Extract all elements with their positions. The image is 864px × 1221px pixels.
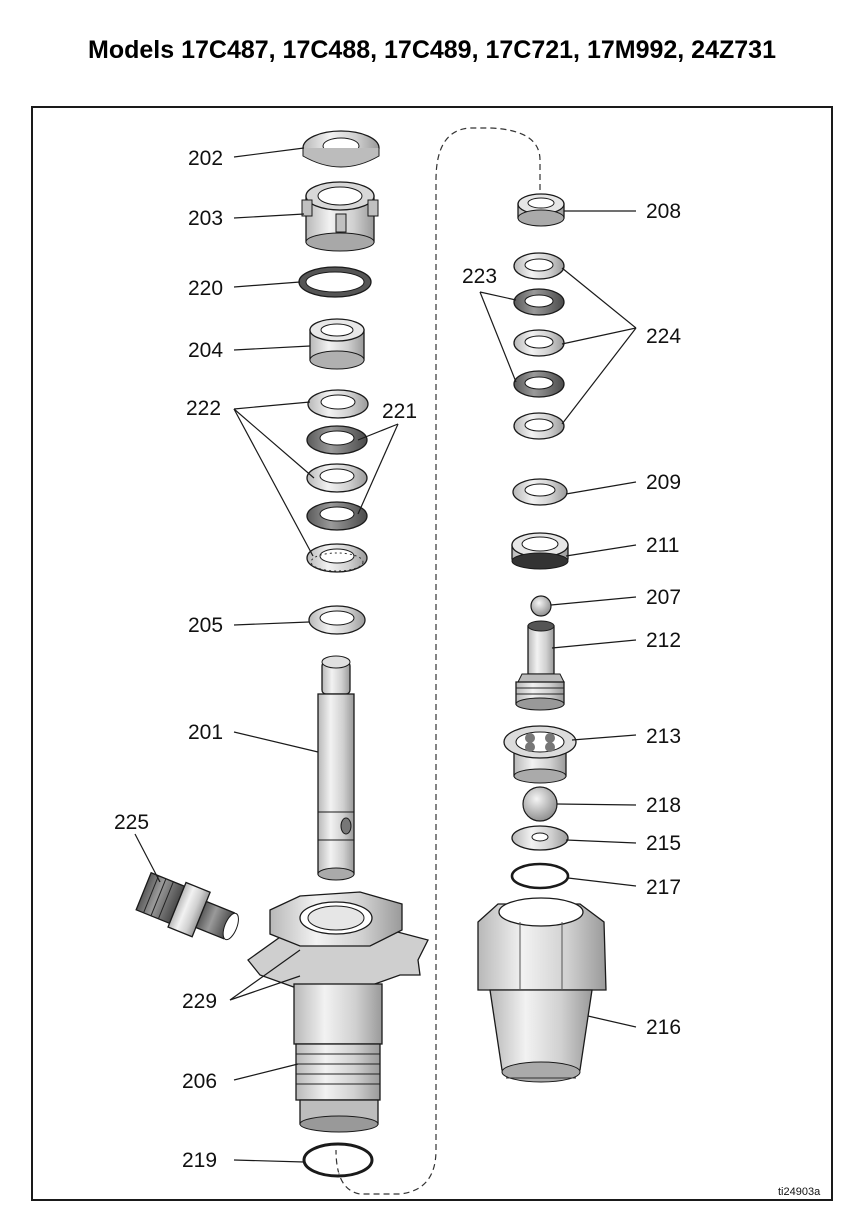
callout-220: 220 [188,277,223,300]
part-225-fitting [135,871,239,941]
part-202-ring [302,130,380,168]
callout-217: 217 [646,876,681,899]
part-212-piston-valve [515,620,565,711]
part-203-packing-nut [301,181,379,252]
callout-204: 204 [188,339,223,362]
callout-209: 209 [646,471,681,494]
callout-225: 225 [114,811,149,834]
part-218-ball [522,786,558,822]
part-222-female-gland [306,543,368,573]
part-217-o-ring [510,862,570,890]
callout-206: 206 [182,1070,217,1093]
part-207-ball [530,595,552,617]
part-208-ring [517,193,565,227]
callout-218: 218 [646,794,681,817]
part-216-intake-housing [477,897,607,1083]
callout-222: 222 [186,397,221,420]
part-211-ring [511,532,569,570]
part-204-spacer [309,318,365,370]
callout-221: 221 [382,400,417,423]
callout-201: 201 [188,721,223,744]
part-221-v-packing [306,425,368,455]
part-222-male-gland [307,389,369,419]
diagram-frame [31,106,833,1201]
callout-202: 202 [188,147,223,170]
part-201-displacement-rod [317,655,355,881]
callout-223: 223 [462,265,497,288]
part-213-ball-guide [503,725,577,784]
part-223-v-packing [513,370,565,398]
callout-216: 216 [646,1016,681,1039]
callout-208: 208 [646,200,681,223]
part-209-ring [512,478,568,506]
part-219-o-ring [302,1142,374,1178]
piston-packing-stack [513,252,565,440]
leader-lines [134,147,637,1163]
part-206-pump-body [247,891,429,1133]
part-224-v-packing [513,329,565,357]
callout-205: 205 [188,614,223,637]
part-223-v-packing [513,288,565,316]
callout-207: 207 [646,586,681,609]
callout-229: 229 [182,990,217,1013]
callout-215: 215 [646,832,681,855]
callout-224: 224 [646,325,681,348]
part-215-seat [511,825,569,851]
callout-212: 212 [646,629,681,652]
page-title: Models 17C487, 17C488, 17C489, 17C721, 1… [88,36,776,64]
figure-reference: ti24903a [778,1186,821,1198]
part-221-v-packing [306,501,368,531]
callout-203: 203 [188,207,223,230]
callout-219: 219 [182,1149,217,1172]
part-222-v-packing [306,463,368,493]
callout-211: 211 [646,534,679,557]
assembly-dashed-line [335,127,541,1195]
callout-213: 213 [646,725,681,748]
part-224-gland [513,412,565,440]
part-220-gasket [298,266,372,298]
part-205-ring [308,605,366,635]
throat-packing-stack [306,389,369,573]
part-224-gland [513,252,565,280]
